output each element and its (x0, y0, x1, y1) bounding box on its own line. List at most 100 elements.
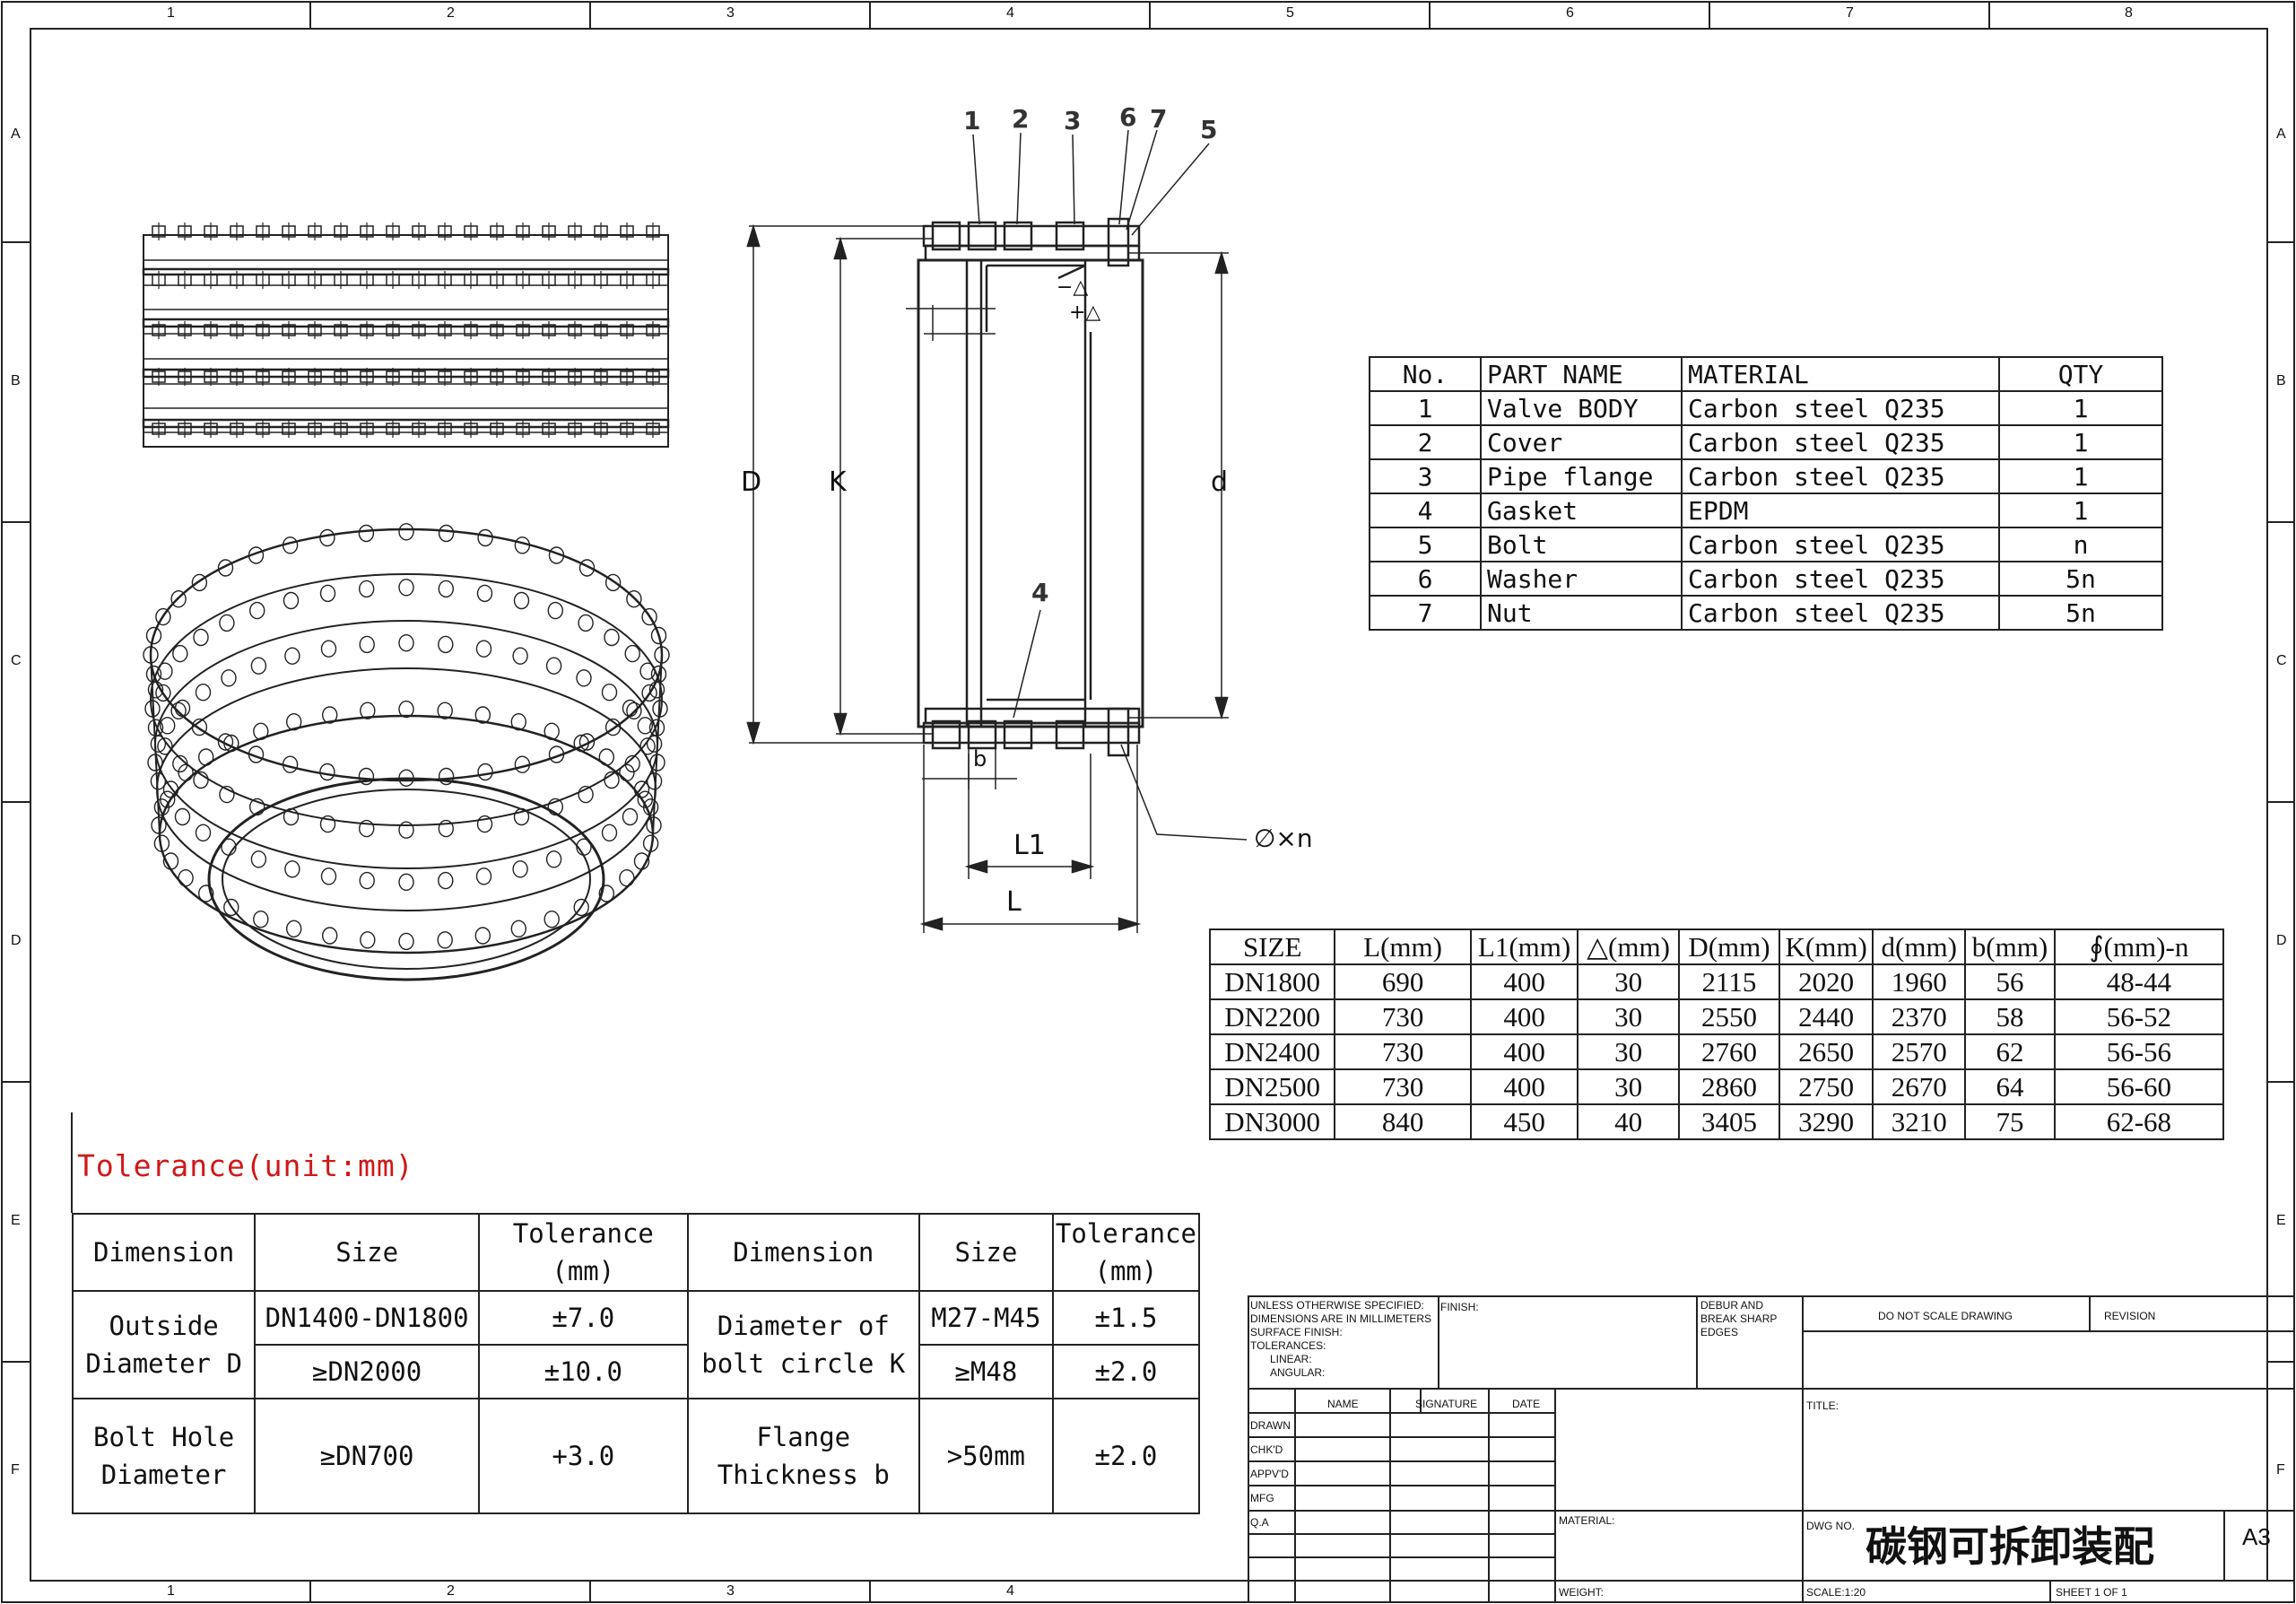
size-cell: 2115 (1677, 963, 1781, 1000)
size-cell: DN2500 (1208, 1068, 1336, 1105)
top-view-drawing (142, 222, 670, 448)
zone-row-C: C (11, 653, 22, 668)
tb-weight: WEIGHT: (1559, 1586, 1604, 1599)
tol-k-label-2: bolt circle K (701, 1348, 906, 1379)
parts-header-qty: QTY (1998, 356, 2163, 392)
parts-cell: Carbon steel Q235 (1681, 390, 2000, 426)
tol-h-dimension-2: Dimension (686, 1213, 920, 1292)
size-header-cell: L(mm) (1334, 928, 1472, 965)
zone-row-right-E: E (2276, 1213, 2286, 1228)
zone-row-right-C: C (2276, 653, 2287, 668)
tb-sign-row-label: MFG (1250, 1492, 1274, 1504)
parts-cell: Pipe flange (1480, 458, 1683, 494)
parts-cell: 1 (1998, 493, 2163, 528)
tol-h-size-2: Size (918, 1213, 1054, 1292)
size-header-cell: △(mm) (1577, 928, 1680, 965)
tol-h-tolerance-text-2: Tolerance (1055, 1218, 1196, 1249)
balloon-3: 3 (1064, 106, 1082, 135)
tb-scale: SCALE:1:20 (1806, 1586, 1866, 1599)
parts-cell: 5n (1998, 595, 2163, 631)
parts-cell: 5 (1369, 527, 1482, 562)
tb-sign-row-label: Q.A (1250, 1516, 1269, 1529)
balloon-5: 5 (1200, 115, 1218, 144)
zone-col-8: 8 (2125, 5, 2133, 21)
parts-cell: Bolt (1480, 527, 1683, 562)
zone-col-4: 4 (1006, 5, 1014, 21)
parts-header-no: No. (1369, 356, 1482, 392)
tol-h-tolerance-unit-2: (mm) (1094, 1256, 1158, 1286)
tol-od-tol-1: ±7.0 (477, 1290, 689, 1346)
tb-col-name: NAME (1327, 1398, 1359, 1410)
size-cell: 30 (1577, 998, 1680, 1035)
size-cell: 730 (1334, 1068, 1472, 1105)
tb-sheet-size: A3 (2242, 1523, 2271, 1550)
size-cell: 30 (1577, 963, 1680, 1000)
size-cell: 2570 (1872, 1033, 1967, 1070)
size-header-cell: b(mm) (1964, 928, 2056, 965)
dim-d-label: d (1211, 466, 1229, 498)
size-cell: 30 (1577, 1068, 1680, 1105)
zone-col-bottom-2: 2 (447, 1583, 455, 1599)
parts-cell: Cover (1480, 424, 1683, 460)
parts-cell: 4 (1369, 493, 1482, 528)
balloon-1: 1 (963, 106, 981, 135)
dim-L-label: L (1006, 886, 1022, 918)
size-cell: 400 (1469, 1033, 1579, 1070)
dim-K-label: K (829, 466, 847, 498)
tb-sign-row-label: DRAWN (1250, 1419, 1291, 1432)
size-cell: 3290 (1779, 1103, 1874, 1140)
size-cell: 75 (1964, 1103, 2056, 1140)
parts-cell: EPDM (1681, 493, 2000, 528)
section-view-drawing (746, 129, 1248, 933)
tb-unless-line: DIMENSIONS ARE IN MILLIMETERS (1250, 1312, 1432, 1325)
drawing-name: 碳钢可拆卸装配 (1866, 1522, 2154, 1571)
tol-h-tolerance-unit: (mm) (552, 1256, 615, 1286)
tb-dwg-no: DWG NO. (1806, 1520, 1855, 1532)
size-cell: 62 (1964, 1033, 2056, 1070)
title-block (1248, 1295, 2295, 1603)
tolerance-table: Dimension Size Tolerance(mm) Dimension S… (71, 1213, 1201, 1514)
size-cell: 400 (1469, 963, 1579, 1000)
tb-material: MATERIAL: (1559, 1514, 1615, 1527)
parts-cell: Valve BODY (1480, 390, 1683, 426)
parts-cell: Carbon steel Q235 (1681, 458, 2000, 494)
tb-sign-row-label: APPV'D (1250, 1468, 1289, 1480)
parts-cell: 1 (1998, 458, 2163, 494)
size-cell: 400 (1469, 1068, 1579, 1105)
zone-col-bottom-1: 1 (167, 1583, 175, 1599)
parts-cell: 6 (1369, 561, 1482, 597)
zone-col-5: 5 (1286, 5, 1294, 21)
parts-header-row: No. PART NAME MATERIAL QTY (1369, 356, 2163, 392)
tb-debur-line: EDGES (1700, 1326, 1739, 1338)
parts-cell: Carbon steel Q235 (1681, 595, 2000, 631)
dim-plus-delta-label: +△ (1069, 301, 1101, 324)
dim-b-label: b (973, 746, 987, 771)
dim-bolt-hole-label: ∅×n (1254, 824, 1313, 853)
dim-L1-label: L1 (1013, 830, 1046, 861)
zone-row-A: A (11, 126, 21, 142)
parts-cell: 1 (1369, 390, 1482, 426)
parts-cell: 5n (1998, 561, 2163, 597)
tol-k-size-2: ≥M48 (918, 1344, 1054, 1399)
size-header-cell: ∮(mm)-n (2053, 928, 2225, 965)
size-cell: 2550 (1677, 998, 1781, 1035)
parts-cell: 3 (1369, 458, 1482, 494)
zone-col-2: 2 (447, 5, 455, 21)
size-header-cell: D(mm) (1677, 928, 1781, 965)
tb-unless-line: ANGULAR: (1270, 1366, 1326, 1379)
parts-header-name: PART NAME (1480, 356, 1683, 392)
tb-revision: REVISION (2104, 1310, 2156, 1322)
balloon-6: 6 (1119, 102, 1137, 132)
